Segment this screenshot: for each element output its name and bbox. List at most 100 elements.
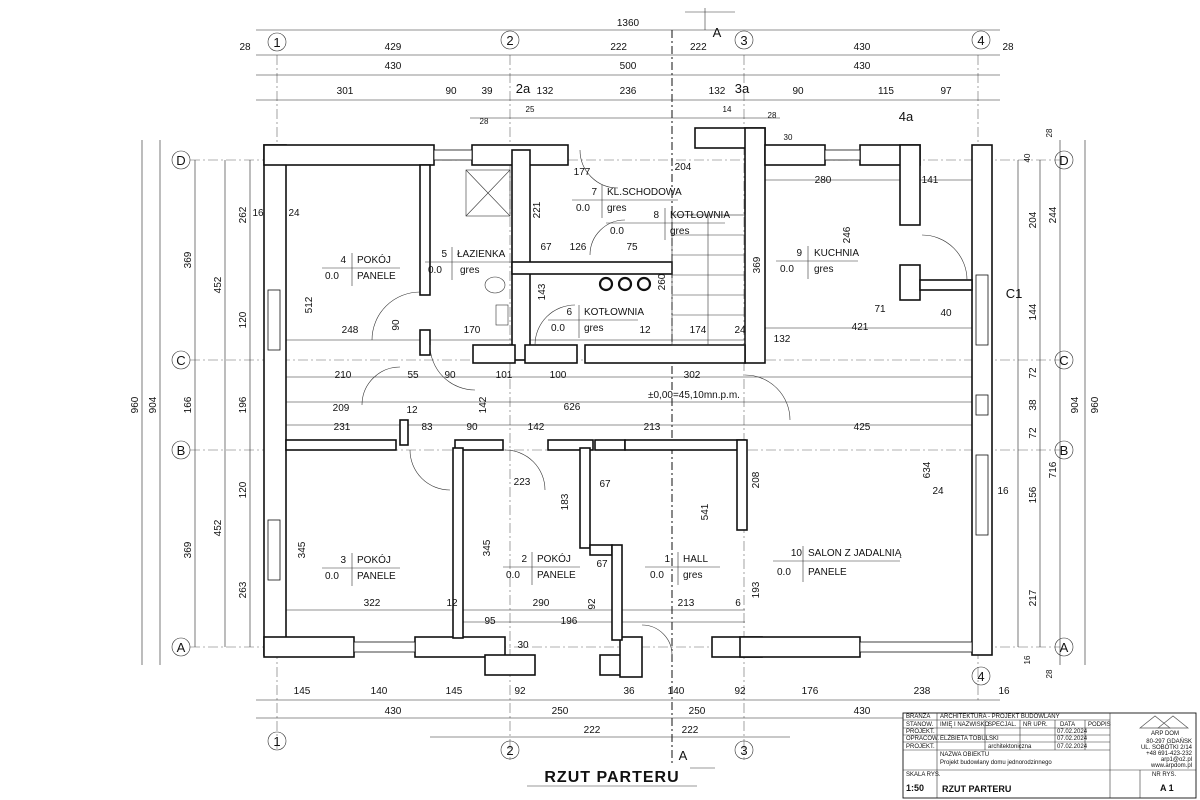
svg-text:ELŻBIETA TOBULSKI: ELŻBIETA TOBULSKI — [940, 735, 999, 742]
svg-text:24: 24 — [734, 325, 746, 336]
svg-text:1: 1 — [664, 554, 670, 565]
svg-text:90: 90 — [444, 370, 456, 381]
svg-text:223: 223 — [514, 477, 531, 488]
axis-col-4-bottom: 4 — [977, 669, 984, 684]
svg-text:222: 222 — [584, 725, 601, 736]
svg-text:217: 217 — [1028, 589, 1039, 606]
svg-text:16: 16 — [252, 208, 264, 219]
svg-text:238: 238 — [914, 686, 931, 697]
svg-text:24: 24 — [932, 486, 944, 497]
svg-text:9: 9 — [796, 248, 802, 259]
svg-text:140: 140 — [668, 686, 685, 697]
svg-text:+48 691-423-232: +48 691-423-232 — [1146, 751, 1193, 757]
svg-text:55: 55 — [407, 370, 419, 381]
svg-text:196: 196 — [561, 616, 578, 627]
svg-text:904: 904 — [1070, 396, 1081, 413]
svg-text:500: 500 — [620, 61, 637, 72]
axis-col-4-top: 4 — [977, 33, 984, 48]
svg-text:30: 30 — [517, 640, 529, 651]
svg-text:3: 3 — [340, 555, 346, 566]
svg-text:0.0: 0.0 — [610, 226, 624, 237]
svg-text:960: 960 — [1090, 396, 1101, 413]
svg-text:28: 28 — [1045, 669, 1054, 678]
svg-text:SALON Z JADALNIĄ: SALON Z JADALNIĄ — [808, 548, 902, 559]
room-2-pokoj: 2 POKÓJ 0.0 PANELE — [503, 552, 580, 585]
svg-text:83: 83 — [421, 422, 433, 433]
svg-text:PANELE: PANELE — [357, 571, 396, 582]
svg-text:92: 92 — [734, 686, 746, 697]
svg-text:POKÓJ: POKÓJ — [357, 553, 391, 566]
svg-text:24: 24 — [288, 208, 300, 219]
svg-text:gres: gres — [814, 264, 833, 275]
svg-text:gres: gres — [670, 226, 689, 237]
svg-text:36: 36 — [623, 686, 635, 697]
svg-text:92: 92 — [587, 598, 598, 610]
svg-text:NR RYS.: NR RYS. — [1152, 772, 1177, 778]
axis-row-c-left: C — [176, 353, 185, 368]
svg-text:12: 12 — [406, 405, 418, 416]
room-labels: 1 HALL 0.0 gres 2 POKÓJ 0.0 PANELE 3 POK… — [322, 185, 902, 586]
svg-text:0.0: 0.0 — [325, 571, 339, 582]
svg-text:120: 120 — [238, 311, 249, 328]
svg-text:322: 322 — [364, 598, 381, 609]
svg-text:12: 12 — [639, 325, 651, 336]
svg-text:430: 430 — [854, 42, 871, 53]
svg-text:97: 97 — [940, 86, 952, 97]
room-9-kuchnia: 9 KUCHNIA 0.0 gres — [776, 246, 859, 279]
room-10-salon: 10 SALON Z JADALNIĄ 0.0 PANELE — [773, 546, 902, 582]
svg-text:40: 40 — [940, 308, 952, 319]
svg-text:142: 142 — [478, 396, 489, 413]
svg-text:07.02.2024: 07.02.2024 — [1057, 736, 1088, 742]
svg-text:4: 4 — [340, 255, 346, 266]
svg-text:222: 222 — [610, 42, 627, 53]
svg-text:72: 72 — [1028, 367, 1039, 379]
svg-text:IMIĘ I NAZWISKO: IMIĘ I NAZWISKO — [940, 722, 990, 728]
tb-scale: 1:50 — [906, 783, 924, 793]
svg-text:0.0: 0.0 — [777, 567, 791, 578]
svg-text:140: 140 — [371, 686, 388, 697]
svg-text:95: 95 — [484, 616, 496, 627]
svg-text:430: 430 — [385, 61, 402, 72]
svg-text:0.0: 0.0 — [650, 570, 664, 581]
svg-text:2: 2 — [521, 554, 527, 565]
svg-text:90: 90 — [391, 319, 402, 331]
tb-sheet: A 1 — [1160, 783, 1174, 793]
svg-text:716: 716 — [1048, 461, 1059, 478]
svg-text:gres: gres — [683, 570, 702, 581]
svg-text:183: 183 — [560, 493, 571, 510]
svg-text:250: 250 — [552, 706, 569, 717]
axis-col-3-bottom: 3 — [740, 743, 747, 758]
svg-text:452: 452 — [213, 276, 224, 293]
svg-text:231: 231 — [334, 422, 351, 433]
svg-text:gres: gres — [607, 203, 626, 214]
svg-text:PANELE: PANELE — [537, 570, 576, 581]
svg-text:174: 174 — [690, 325, 707, 336]
svg-text:NR UPR.: NR UPR. — [1023, 722, 1048, 728]
svg-text:101: 101 — [496, 370, 513, 381]
svg-text:430: 430 — [385, 706, 402, 717]
svg-text:263: 263 — [238, 581, 249, 598]
svg-text:67: 67 — [540, 242, 552, 253]
axis-bubbles: 1 2 2a 3 3a 4 4a 1 2 3 4 D C B A D C B A… — [171, 25, 1074, 763]
axis-col-2-bottom: 2 — [506, 743, 513, 758]
svg-text:960: 960 — [130, 396, 141, 413]
svg-text:KOTŁOWNIA: KOTŁOWNIA — [584, 307, 644, 318]
svg-text:132: 132 — [537, 86, 554, 97]
svg-text:204: 204 — [675, 162, 692, 173]
svg-text:132: 132 — [774, 334, 791, 345]
svg-text:100: 100 — [550, 370, 567, 381]
svg-text:28: 28 — [239, 42, 251, 53]
svg-text:246: 246 — [842, 226, 853, 243]
level-mark: ±0,00=45,10mn.p.m. — [648, 390, 740, 401]
svg-text:90: 90 — [792, 86, 804, 97]
axis-row-d-left: D — [176, 153, 185, 168]
svg-text:6: 6 — [735, 598, 741, 609]
svg-text:430: 430 — [854, 706, 871, 717]
svg-text:213: 213 — [678, 598, 695, 609]
svg-text:OPRACOW.: OPRACOW. — [906, 736, 939, 742]
svg-text:196: 196 — [238, 396, 249, 413]
svg-text:28: 28 — [1045, 128, 1054, 137]
svg-text:KUCHNIA: KUCHNIA — [814, 248, 859, 259]
svg-text:156: 156 — [1028, 486, 1039, 503]
svg-text:626: 626 — [564, 402, 581, 413]
